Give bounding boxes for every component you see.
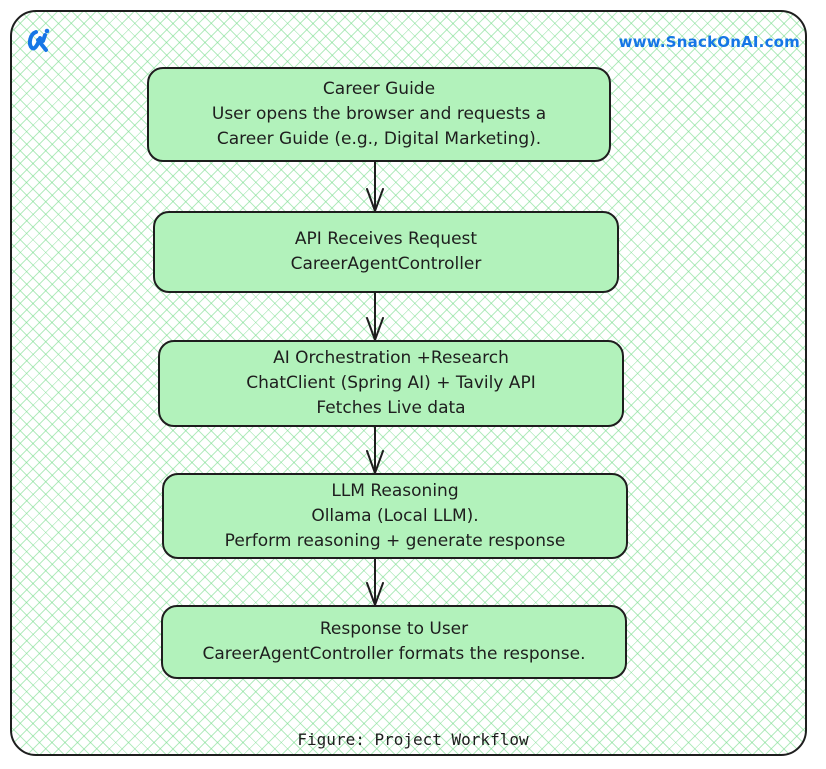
- flow-arrow: [366, 293, 384, 343]
- step-line: Fetches Live data: [316, 398, 466, 418]
- step-line: Ollama (Local LLM).: [311, 505, 479, 526]
- flow-arrow: [366, 559, 384, 608]
- step-title: Career Guide: [322, 79, 436, 99]
- step-line: Perform reasoning + generate response: [224, 530, 566, 551]
- figure-caption: Figure: Project Workflow: [297, 730, 529, 749]
- website-link[interactable]: www.SnackOnAI.com: [618, 33, 800, 51]
- step-title: LLM Reasoning: [331, 480, 459, 501]
- step-line: CareerAgentController: [290, 254, 482, 274]
- step-career-guide: Career Guide User opens the browser and …: [147, 67, 611, 162]
- snackonai-logo-icon: [27, 28, 50, 52]
- step-llm-reasoning: LLM Reasoning Ollama (Local LLM). Perfor…: [162, 473, 628, 559]
- step-title: Response to User: [319, 619, 469, 639]
- step-line: CareerAgentController formats the respon…: [202, 644, 586, 664]
- flow-arrow: [366, 427, 384, 476]
- step-line: Career Guide (e.g., Digital Marketing).: [216, 129, 542, 149]
- step-response-to-user: Response to User CareerAgentController f…: [161, 605, 627, 679]
- flow-arrow: [366, 162, 384, 214]
- step-line: User opens the browser and requests a: [211, 104, 547, 124]
- step-api-receives-request: API Receives Request CareerAgentControll…: [153, 211, 619, 293]
- step-title: API Receives Request: [294, 229, 478, 249]
- step-ai-orchestration: AI Orchestration +Research ChatClient (S…: [158, 340, 624, 427]
- step-line: ChatClient (Spring AI) + Tavily API: [246, 373, 536, 393]
- step-title: AI Orchestration +Research: [273, 348, 509, 368]
